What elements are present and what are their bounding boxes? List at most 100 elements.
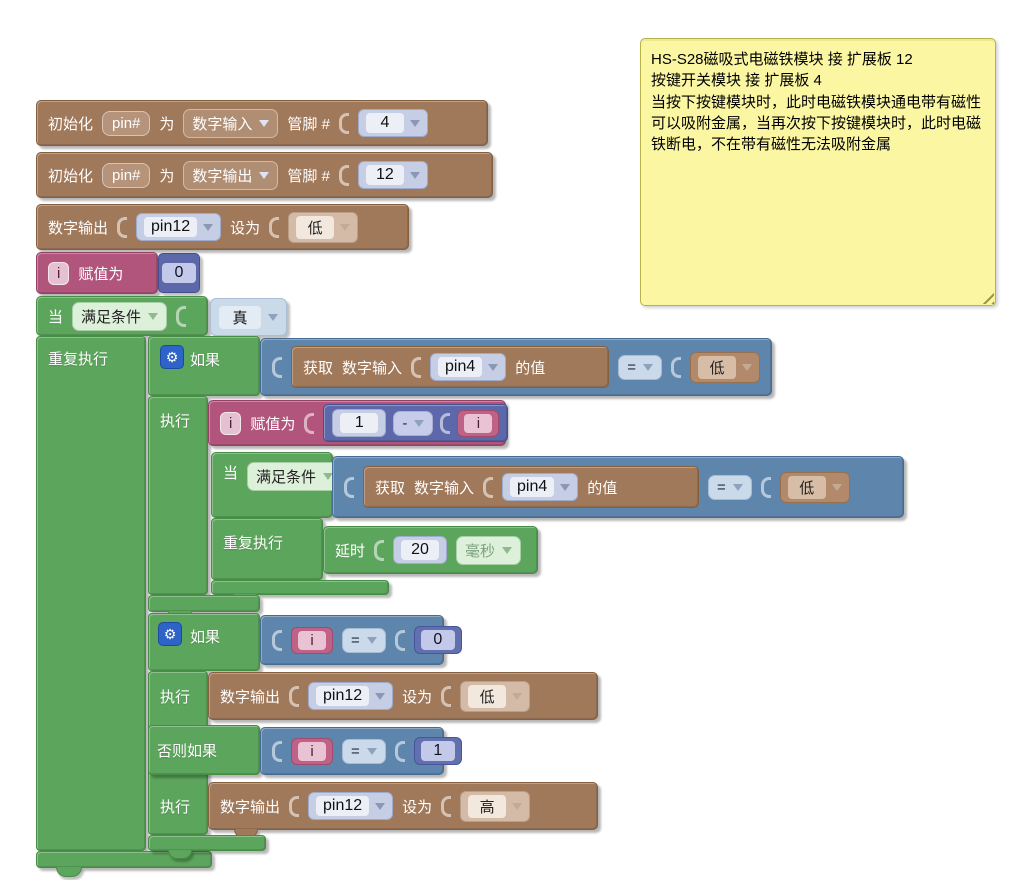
- next-connector-bump: [56, 867, 82, 877]
- level-dropdown[interactable]: 低: [288, 211, 359, 243]
- operator-value: =: [351, 742, 360, 760]
- value-socket: [176, 305, 187, 327]
- block-init-digital-output[interactable]: 初始化 pin# 为 数字输出 管脚 # 12: [36, 152, 493, 198]
- level-dropdown[interactable]: 高: [460, 790, 531, 822]
- operator-dropdown[interactable]: =: [342, 738, 386, 764]
- number-shadow-field[interactable]: 1: [332, 409, 387, 437]
- level-dropdown[interactable]: 低: [690, 351, 760, 383]
- block-assign-i-toggle[interactable]: i 赋值为 1 - i: [208, 400, 509, 446]
- pin-dropdown[interactable]: pin4: [502, 473, 579, 501]
- value-socket: [344, 476, 354, 498]
- pin-dropdown[interactable]: pin4: [430, 353, 507, 381]
- block-while-2-header[interactable]: 当 满足条件: [211, 452, 343, 518]
- number-value: 1: [420, 741, 455, 761]
- block-digital-write-low-2[interactable]: 数字输出 pin12 设为 低: [208, 672, 598, 720]
- while-2-bottom[interactable]: [211, 580, 389, 595]
- level-dropdown[interactable]: 低: [779, 471, 850, 503]
- if-block-2-bottom[interactable]: [148, 835, 266, 851]
- while-2-spine[interactable]: [211, 518, 323, 580]
- value-socket: [117, 216, 128, 238]
- value-socket: [338, 164, 349, 186]
- delay-number-field[interactable]: 20: [393, 536, 448, 564]
- chevron-down-icon: [375, 802, 386, 810]
- pin-dropdown[interactable]: pin12: [308, 682, 394, 710]
- pin-name-field[interactable]: pin#: [102, 162, 151, 188]
- block-delay[interactable]: 延时 20 毫秒: [323, 526, 538, 574]
- pin-dropdown[interactable]: pin12: [136, 213, 222, 241]
- chevron-down-icon: [148, 312, 159, 320]
- block-compare-i-0[interactable]: i = 0: [260, 615, 462, 665]
- get-label: 获取: [303, 359, 334, 377]
- variable-value: i: [464, 413, 493, 433]
- chevron-down-icon: [409, 119, 420, 127]
- pin-number-value: 4: [365, 113, 404, 133]
- block-init-digital-input[interactable]: 初始化 pin# 为 数字输入 管脚 # 4: [36, 100, 488, 146]
- value-socket: [272, 356, 282, 378]
- block-compare-1[interactable]: 获取 数字输入 pin4 的值 = 低: [260, 338, 772, 396]
- operator-dropdown[interactable]: =: [618, 354, 662, 380]
- block-compare-2[interactable]: 获取 数字输入 pin4 的值 = 低: [332, 456, 904, 518]
- number-value[interactable]: 0: [162, 263, 196, 283]
- level-dropdown[interactable]: 低: [460, 680, 531, 712]
- pin-number-dropdown[interactable]: 12: [357, 161, 428, 189]
- condition-mode-value: 满足条件: [81, 308, 142, 326]
- mode-label: 数字输入: [342, 359, 403, 377]
- elseif-row[interactable]: [148, 725, 260, 775]
- block-digital-read-1[interactable]: 获取 数字输入 pin4 的值: [291, 346, 610, 388]
- if-block-1-spine[interactable]: [148, 396, 208, 595]
- chevron-down-icon: [512, 802, 523, 810]
- block-digital-write-low[interactable]: 数字输出 pin12 设为 低: [36, 204, 409, 250]
- if-block-1-bottom[interactable]: [148, 595, 260, 612]
- do-label: 执行: [160, 799, 191, 816]
- mode-dropdown[interactable]: 数字输入: [183, 108, 279, 138]
- block-compare-i-1[interactable]: i = 1: [260, 727, 462, 775]
- pin-number-dropdown[interactable]: 4: [357, 109, 428, 137]
- when-label: 当: [223, 465, 239, 482]
- variable-i-field[interactable]: i: [220, 411, 242, 435]
- condition-mode-dropdown[interactable]: 满足条件: [72, 301, 168, 331]
- chevron-down-icon: [323, 473, 334, 480]
- variable-i-field[interactable]: i: [48, 261, 70, 285]
- block-digital-read-2[interactable]: 获取 数字输入 pin4 的值: [363, 466, 699, 508]
- block-assign-i-0[interactable]: i 赋值为: [36, 252, 158, 294]
- block-true-dropdown[interactable]: 真: [210, 298, 287, 336]
- pin-dropdown[interactable]: pin12: [308, 792, 394, 820]
- block-digital-write-high[interactable]: 数字输出 pin12 设为 高: [208, 782, 598, 830]
- set-to-label: 设为: [402, 688, 433, 706]
- block-arithmetic[interactable]: 1 - i: [323, 404, 509, 442]
- gear-icon[interactable]: ⚙: [158, 622, 182, 646]
- variable-value: i: [298, 741, 326, 761]
- digital-write-label: 数字输出: [48, 219, 109, 237]
- condition-mode-dropdown[interactable]: 满足条件: [247, 462, 343, 491]
- block-number-1[interactable]: 1: [413, 737, 462, 765]
- number-value: 1: [340, 413, 379, 433]
- if-label: 如果: [190, 629, 221, 646]
- pin-name-field[interactable]: pin#: [102, 110, 151, 136]
- chevron-down-icon: [732, 483, 743, 491]
- chevron-down-icon: [366, 747, 377, 755]
- comment-box[interactable]: HS-S28磁吸式电磁铁模块 接 扩展板 12 按键开关模块 接 扩展板 4 当…: [640, 38, 996, 306]
- chevron-down-icon: [643, 363, 653, 371]
- pin-value: pin12: [316, 796, 370, 816]
- operator-dropdown[interactable]: -: [393, 410, 434, 436]
- while-block-body[interactable]: [36, 336, 146, 851]
- operator-dropdown[interactable]: =: [342, 627, 386, 653]
- chevron-down-icon: [488, 363, 499, 371]
- block-number-0[interactable]: 0: [158, 253, 200, 293]
- block-variable-i[interactable]: i: [291, 626, 333, 654]
- while-block-bottom[interactable]: [36, 851, 212, 868]
- block-variable-i[interactable]: i: [291, 737, 333, 765]
- gear-icon[interactable]: ⚙: [160, 345, 184, 369]
- operator-dropdown[interactable]: =: [708, 474, 752, 500]
- time-unit-dropdown[interactable]: 毫秒: [456, 535, 522, 565]
- operator-value: =: [351, 631, 360, 649]
- block-number-0[interactable]: 0: [413, 626, 462, 654]
- block-while-header[interactable]: 当 满足条件: [36, 296, 208, 336]
- as-label: 为: [159, 115, 175, 133]
- block-variable-i[interactable]: i: [457, 409, 500, 437]
- init-label: 初始化: [48, 167, 94, 185]
- value-socket: [394, 740, 405, 762]
- condition-mode-value: 满足条件: [256, 469, 317, 486]
- mode-dropdown[interactable]: 数字输出: [183, 160, 279, 190]
